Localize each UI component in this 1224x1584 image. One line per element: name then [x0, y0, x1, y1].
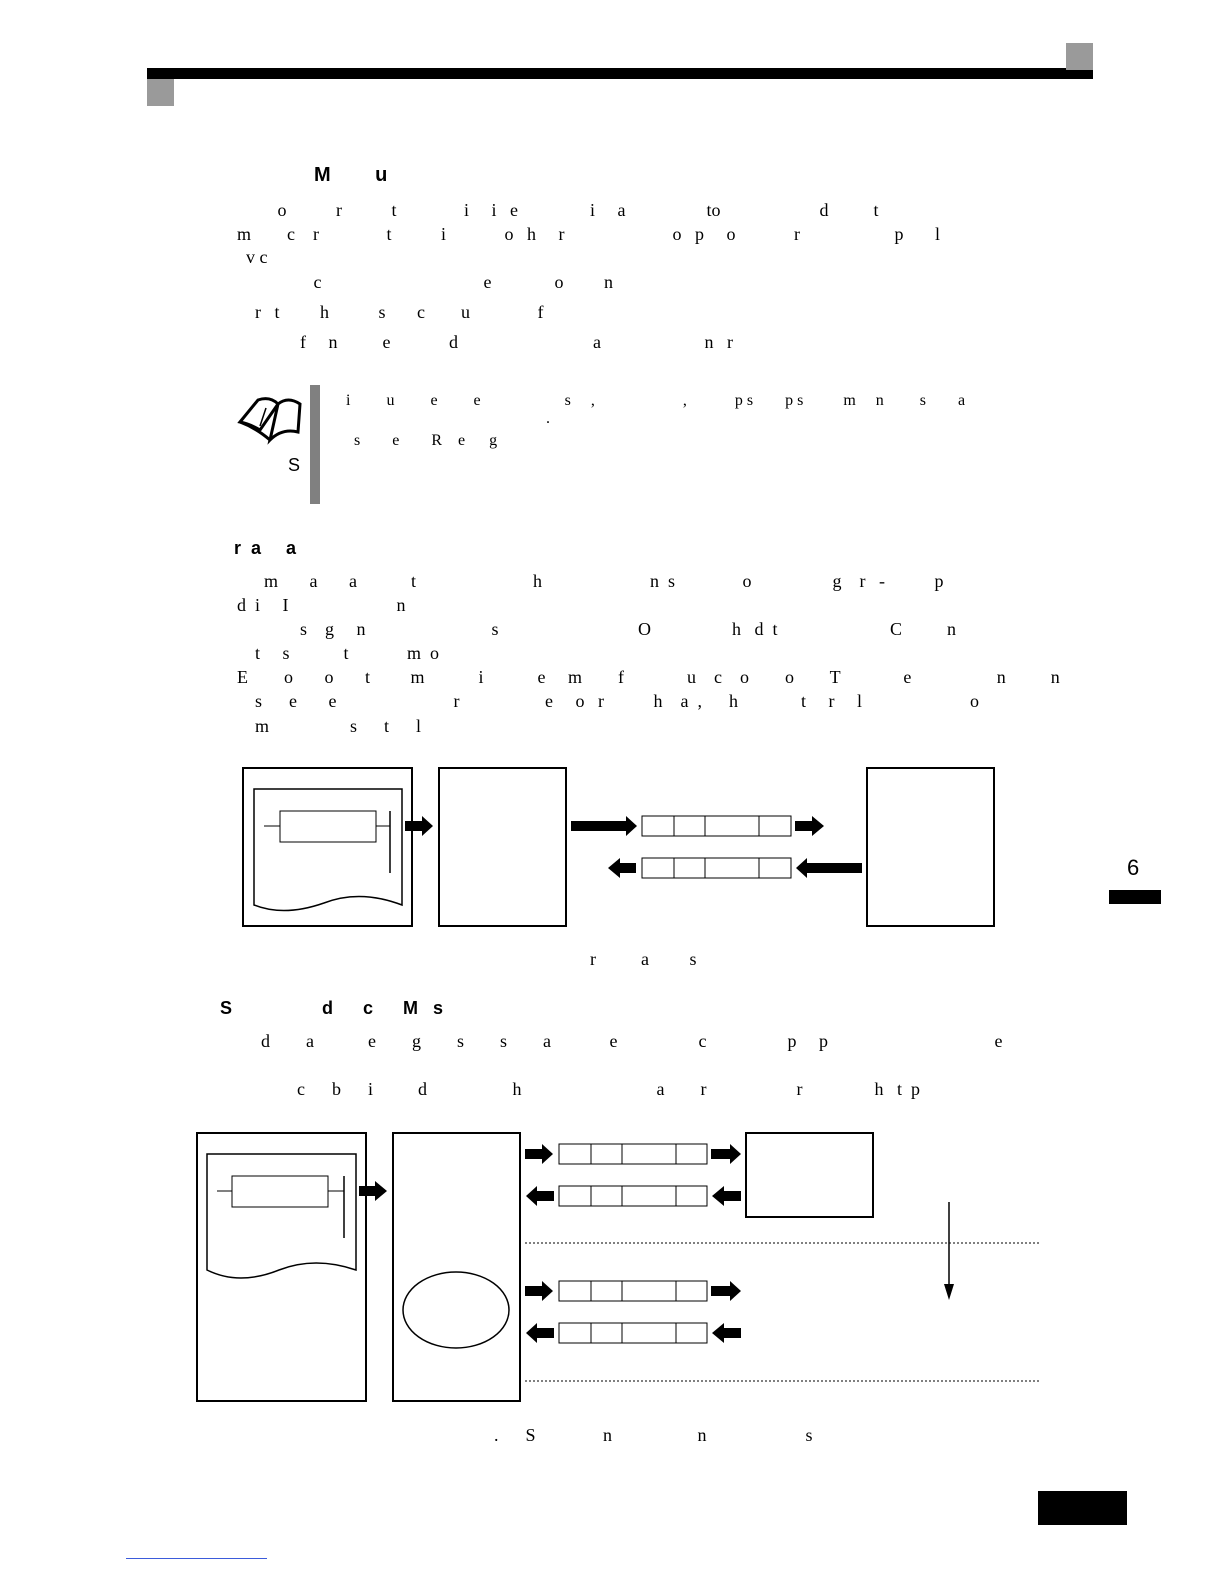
- chapter-tab-bar: [1109, 890, 1161, 904]
- body-line: r t h s c u f: [237, 302, 544, 322]
- note-line: s e R e g: [346, 432, 498, 449]
- chapter-tab-number: 6: [1127, 855, 1140, 880]
- body-line: c b i d h a r r h t p: [225, 1079, 920, 1099]
- body-line: m s t l: [237, 716, 422, 736]
- body-line: c e o n: [237, 272, 613, 292]
- body-line: m a a t h n s o g r - p: [237, 571, 944, 591]
- book-icon: [236, 390, 306, 450]
- diagram-2-drawing: [196, 1132, 1041, 1402]
- body-line: E o o t m i e m f u c o o T e n n: [237, 667, 1060, 687]
- section-heading-2: r a a: [234, 538, 297, 558]
- body-line: d i I n: [237, 595, 406, 615]
- body-line: v c: [237, 247, 268, 267]
- footer-link-underline: [126, 1558, 267, 1559]
- note-line: i u e e s , , p s p s m n s a: [346, 392, 966, 409]
- header-rule: [147, 68, 1093, 79]
- body-line: d a e g s s a e c p p e: [225, 1031, 1003, 1051]
- section-heading-3: S d c M s: [220, 998, 444, 1018]
- note-label: S: [288, 455, 301, 475]
- note-line: .: [346, 410, 550, 427]
- body-line: t s t m o: [237, 643, 440, 663]
- header-corner-square-left: [147, 79, 174, 106]
- body-line: s e e r e o r h a , h t r l o: [237, 691, 979, 711]
- diagram-1: [240, 765, 1000, 930]
- diagram-1-caption: r a s: [590, 949, 697, 969]
- diagram-2-caption: . S n n s: [494, 1425, 813, 1445]
- body-line: s g n s O h d t C n: [237, 619, 957, 639]
- section-heading-1: M u: [314, 164, 388, 186]
- body-line: o r t i i e i a to d t: [237, 200, 879, 220]
- body-line: m c r t i o h r o p o r p l: [237, 224, 940, 244]
- page-number-block: [1038, 1491, 1127, 1525]
- diagram-1-drawing: [242, 767, 995, 927]
- body-line: f n e d a n r: [237, 332, 733, 352]
- diagram-2: [195, 1130, 1045, 1405]
- note-bar: [310, 385, 320, 504]
- header-corner-square-right: [1066, 43, 1093, 70]
